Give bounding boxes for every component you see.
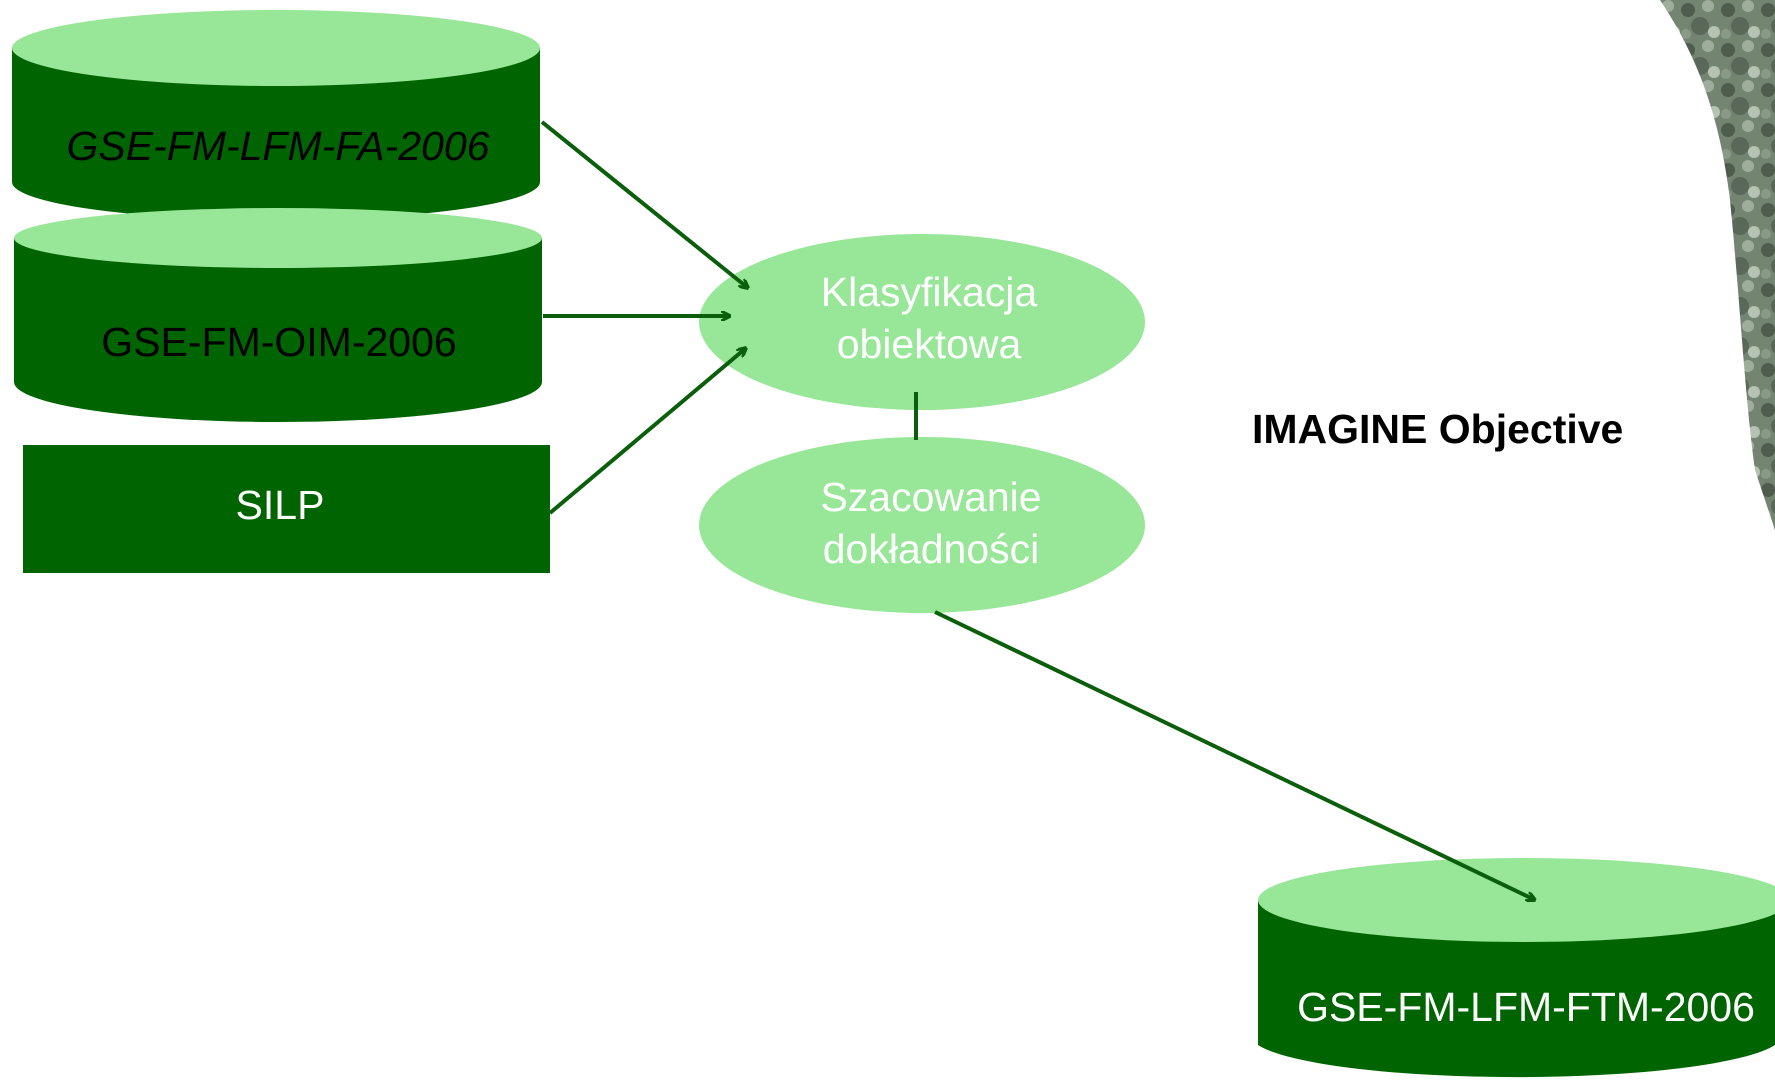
- silp-label: SILP: [236, 482, 325, 528]
- database-oim-cylinder: GSE-FM-OIM-2006: [14, 208, 542, 422]
- arrow-accuracy-to-ftm: [934, 610, 1535, 900]
- classification-label-line1: Klasyfikacja: [821, 269, 1038, 315]
- arrow-silp-to-classification: [548, 348, 746, 515]
- software-label: IMAGINE Objective: [1252, 406, 1623, 452]
- database-ftm-cylinder: GSE-FM-LFM-FTM-2006: [1258, 858, 1775, 1078]
- database-fa-cylinder: GSE-FM-LFM-FA-2006: [12, 10, 540, 220]
- classification-ellipse: Klasyfikacja obiektowa: [699, 234, 1145, 410]
- forest-photo-strip: [1660, 0, 1775, 530]
- accuracy-label-line2: dokładności: [823, 526, 1040, 572]
- classification-label-line2: obiektowa: [837, 321, 1022, 367]
- silp-box: SILP: [23, 445, 550, 573]
- database-fa-label: GSE-FM-LFM-FA-2006: [67, 123, 490, 169]
- accuracy-label-line1: Szacowanie: [820, 474, 1041, 520]
- database-oim-label: GSE-FM-OIM-2006: [101, 319, 456, 365]
- arrow-fa-to-classification: [540, 120, 748, 288]
- database-ftm-label: GSE-FM-LFM-FTM-2006: [1297, 984, 1755, 1030]
- accuracy-ellipse: Szacowanie dokładności: [699, 437, 1145, 613]
